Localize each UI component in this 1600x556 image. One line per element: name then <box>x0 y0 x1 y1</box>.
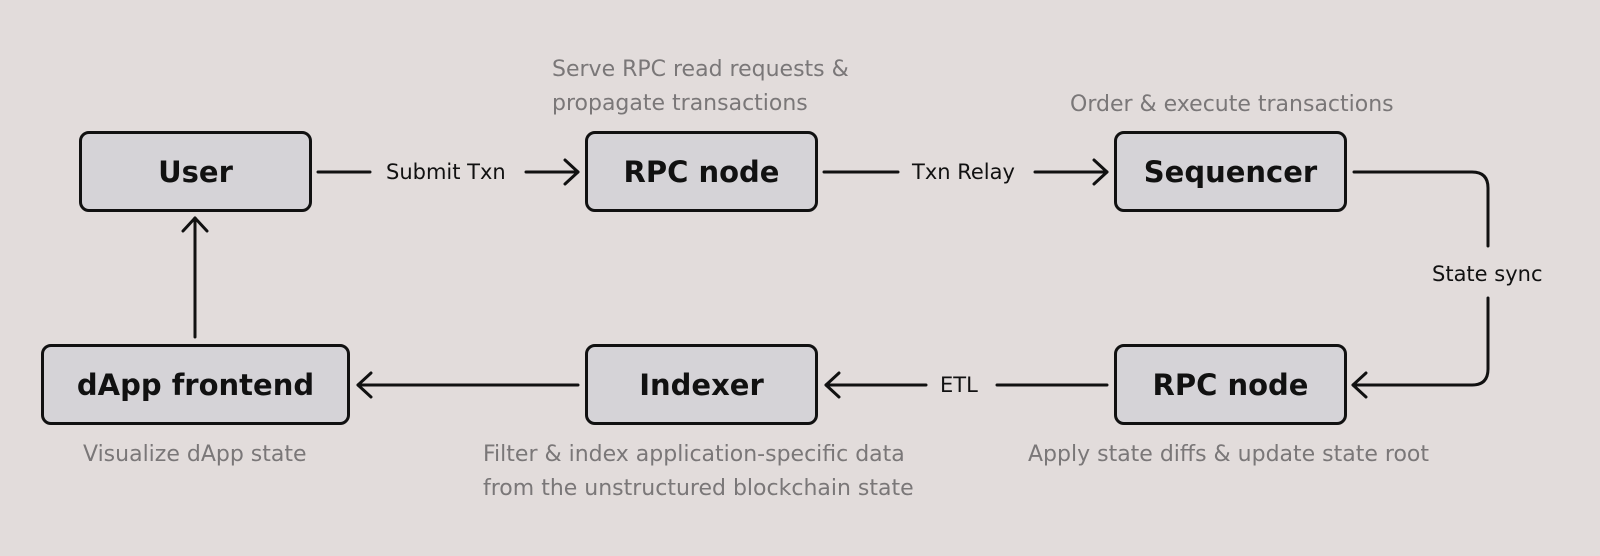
arrowhead-left-icon <box>356 371 373 399</box>
caption-dapp-frontend: Visualize dApp state <box>83 438 307 472</box>
edge-state-sync-line-top <box>1352 170 1490 248</box>
caption-line: Filter & index application-specific data <box>483 442 905 467</box>
caption-line: Visualize dApp state <box>83 442 307 467</box>
edge-label-etl: ETL <box>940 373 978 397</box>
edge-label-state-sync: State sync <box>1432 262 1543 286</box>
arrowhead-right-icon <box>563 158 580 186</box>
node-rpc-bottom-label: RPC node <box>1152 367 1309 402</box>
edge-label-submit-txn: Submit Txn <box>386 160 506 184</box>
node-rpc-top-label: RPC node <box>623 154 780 189</box>
arrowhead-left-icon <box>1351 371 1368 399</box>
caption-line: Apply state diffs & update state root <box>1028 442 1430 467</box>
caption-line: propagate transactions <box>552 91 808 116</box>
node-dapp-frontend-label: dApp frontend <box>76 367 315 402</box>
caption-line: Order & execute transactions <box>1070 92 1394 117</box>
node-rpc-bottom: RPC node <box>1114 344 1347 425</box>
edge-state-sync-line-bottom <box>1351 296 1490 387</box>
node-indexer: Indexer <box>585 344 818 425</box>
node-sequencer: Sequencer <box>1114 131 1347 212</box>
node-sequencer-label: Sequencer <box>1143 154 1318 189</box>
caption-rpc-node-top: Serve RPC read requests & propagate tran… <box>552 53 849 121</box>
arrowhead-right-icon <box>1092 158 1109 186</box>
node-dapp-frontend: dApp frontend <box>41 344 350 425</box>
node-rpc-top: RPC node <box>585 131 818 212</box>
caption-rpc-node-bottom: Apply state diffs & update state root <box>1028 438 1429 472</box>
caption-line: from the unstructured blockchain state <box>483 476 914 501</box>
edge-label-txn-relay: Txn Relay <box>912 160 1015 184</box>
caption-sequencer: Order & execute transactions <box>1070 88 1394 122</box>
arrowhead-up-icon <box>181 216 209 233</box>
node-user: User <box>79 131 312 212</box>
caption-line: Serve RPC read requests & <box>552 57 849 82</box>
node-indexer-label: Indexer <box>639 367 764 402</box>
node-user-label: User <box>158 154 233 189</box>
caption-indexer: Filter & index application-specific data… <box>483 438 914 506</box>
arrowhead-left-icon <box>824 371 841 399</box>
